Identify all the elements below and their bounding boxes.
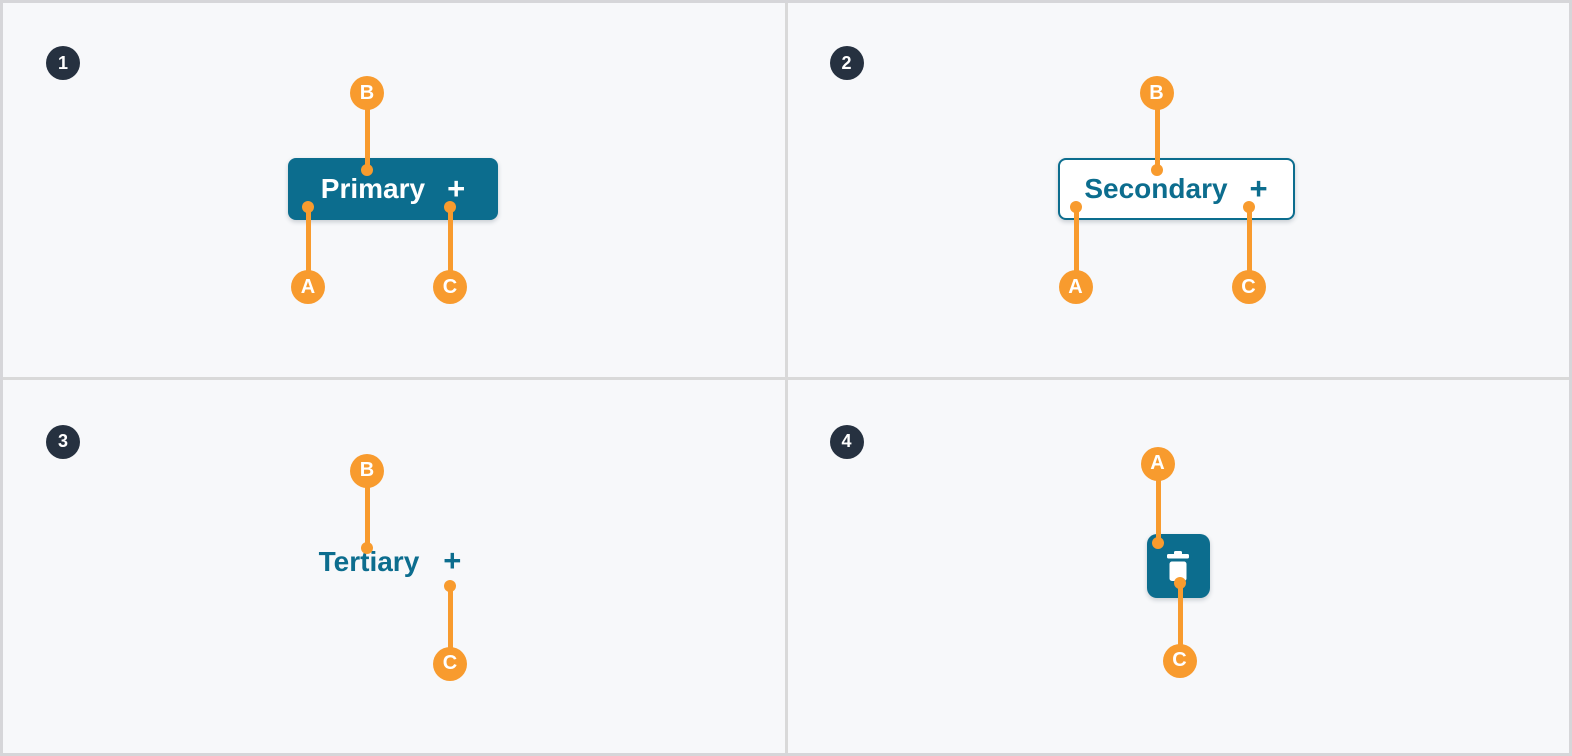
callout-b: B <box>1139 76 1174 110</box>
callout-line-a <box>1073 207 1079 287</box>
primary-button-label: Primary <box>320 173 426 204</box>
trash-icon <box>1167 550 1189 581</box>
callout-dot-c <box>1173 576 1186 589</box>
callout-dot-b <box>361 541 373 554</box>
callout-dot-c <box>1242 201 1255 213</box>
tertiary-button[interactable]: Tertiary + <box>319 543 462 578</box>
step-badge-1: 1 <box>46 46 80 80</box>
callout-line-b <box>365 470 370 548</box>
callout-a: A <box>1058 270 1093 304</box>
callout-dot-c <box>444 579 456 592</box>
callout-dot-c <box>444 201 456 213</box>
step-badge-2: 2 <box>829 46 864 80</box>
plus-icon: + <box>447 170 466 206</box>
callout-dot-a <box>1151 536 1164 549</box>
callout-a: A <box>1140 446 1175 481</box>
callout-dot-b <box>361 164 373 176</box>
panel-secondary-button: 2 Secondary + B A C <box>787 3 1569 377</box>
secondary-button-label: Secondary <box>1084 173 1228 204</box>
callout-line-a <box>306 207 311 287</box>
callout-dot-a <box>302 201 314 213</box>
callout-b: B <box>350 76 384 110</box>
callout-c: C <box>1231 270 1266 304</box>
primary-button[interactable]: Primary + <box>288 158 498 220</box>
callout-c: C <box>433 646 467 681</box>
step-badge-3: 3 <box>46 424 80 459</box>
panel-icon-button: 4 A C <box>787 379 1569 753</box>
callout-line-c <box>448 207 453 287</box>
callout-a: A <box>291 270 325 304</box>
plus-icon: + <box>443 543 462 578</box>
panel-primary-button: 1 Primary + B A C <box>3 3 785 377</box>
step-badge-4: 4 <box>829 424 864 459</box>
panel-tertiary-button: 3 Tertiary + B C <box>3 379 785 753</box>
callout-line-c <box>1177 582 1183 661</box>
callout-dot-a <box>1069 201 1082 213</box>
callout-b: B <box>350 453 384 488</box>
callout-line-b <box>365 93 370 170</box>
callout-c: C <box>1162 643 1197 678</box>
callout-dot-b <box>1150 164 1163 176</box>
callout-line-c <box>448 585 453 664</box>
callout-line-a <box>1155 463 1161 543</box>
callout-line-b <box>1154 93 1160 170</box>
secondary-button[interactable]: Secondary + <box>1057 158 1295 220</box>
callout-line-c <box>1246 207 1252 287</box>
plus-icon: + <box>1249 170 1268 206</box>
callout-c: C <box>433 270 467 304</box>
